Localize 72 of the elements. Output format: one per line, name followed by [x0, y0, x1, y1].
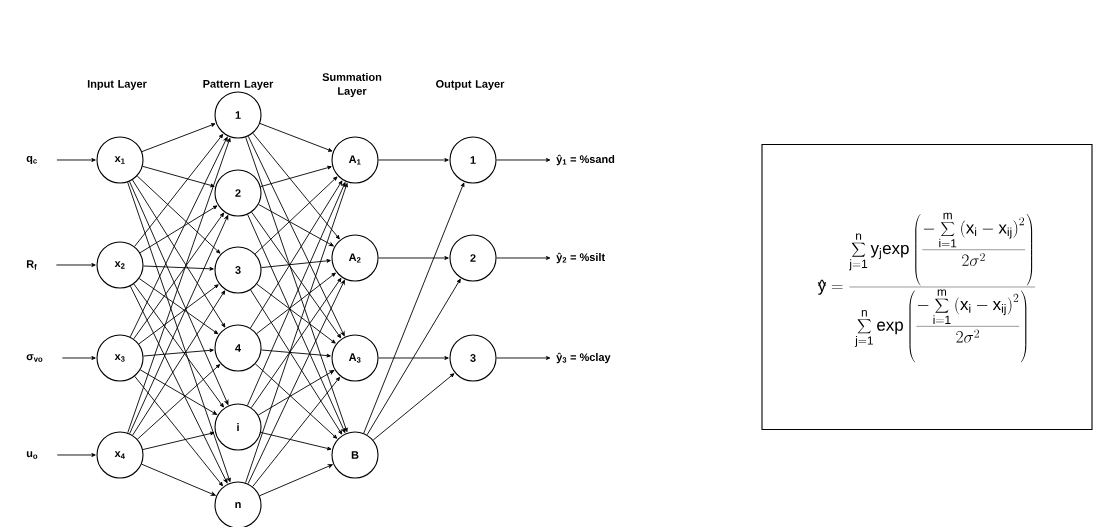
- arrow: [245, 136, 348, 433]
- arrow: [142, 165, 215, 188]
- arrow: [142, 431, 215, 450]
- arrow: [261, 349, 331, 358]
- arrow: [56, 158, 96, 162]
- arrow: [134, 375, 223, 487]
- arrow: [378, 158, 449, 162]
- arrow: [378, 356, 449, 360]
- arrow: [129, 181, 229, 405]
- arrow: [136, 175, 221, 254]
- layer-heading: Output Layer: [436, 80, 505, 90]
- output-label: ŷ$_{2}$ = %silt: [556, 252, 605, 264]
- arrow: [141, 463, 216, 496]
- input-label: σ$_{vo}$: [26, 354, 43, 362]
- arrow: [134, 133, 224, 247]
- arrow: [256, 272, 336, 335]
- arrow: [139, 369, 218, 415]
- arrow: [250, 180, 343, 329]
- arrow: [247, 182, 346, 406]
- arrow: [247, 214, 346, 433]
- arrow: [143, 348, 214, 357]
- arrow: [254, 176, 338, 255]
- arrow: [496, 158, 551, 162]
- layer-heading: Input Layer: [87, 80, 147, 90]
- arrow: [129, 285, 228, 484]
- arrow: [252, 376, 341, 487]
- input-label: R$_{f}$: [26, 260, 37, 270]
- arrow: [496, 256, 551, 260]
- arrow: [127, 137, 231, 434]
- arrow: [138, 278, 219, 335]
- arrow: [259, 464, 333, 497]
- arrow: [258, 204, 334, 247]
- arrow: [129, 215, 229, 434]
- output-label: ŷ$_{3}$ = %clay: [556, 352, 611, 364]
- arrow: [127, 181, 231, 483]
- arrow: [129, 136, 228, 338]
- output-label: ŷ$_{1}$ = %sand: [556, 154, 615, 166]
- arrow: [257, 370, 335, 416]
- arrow: [245, 182, 348, 484]
- arrow: [138, 284, 219, 345]
- arrow: [252, 132, 340, 240]
- arrow: [56, 453, 96, 457]
- arrow: [132, 290, 226, 436]
- arrow: [133, 212, 225, 340]
- arrow: [61, 356, 96, 360]
- input-label: q$_{c}$: [26, 155, 37, 165]
- arrow: [132, 179, 226, 328]
- arrow: [254, 363, 338, 439]
- arrow: [251, 211, 342, 339]
- arrow: [133, 283, 224, 408]
- arrow: [256, 283, 336, 344]
- formula-box: $\mathrm{\hat{y}} = \frac{\displaystyle\sum_{\mathrm{j=1}}^{\mathrm{n}} \mathrm{y_j exp}\left(\frac{-\displaystyle\sum_{\mathrm{i=1}}^{\mathrm{m}}\left(\mathrm{x_i} - \mathrm{x_{ij}}\right)^2}{2\sigma^2}\right)}{\displaystyle\sum_{\mathrm{j=1}}^{\mathrm{n}} \mathrm{exp}\left(\frac{-\displaystyle\sum_{\mathrm{i=1}}^{\mathrm{m}}\left(\mathrm{x_i} - \mathrm{x_{ij}}\right)^2}{2\sigma^2}\right)}$: [761, 143, 1093, 431]
- arrow: [260, 165, 332, 188]
- arrow: [372, 373, 455, 441]
- layer-heading: Summation Layer: [322, 72, 382, 98]
- arrow: [261, 258, 331, 269]
- arrow: [496, 356, 551, 360]
- arrow: [250, 289, 343, 435]
- arrow: [366, 278, 461, 436]
- arrow: [143, 265, 214, 271]
- arrow: [259, 123, 333, 152]
- arrow: [141, 123, 216, 153]
- arrow: [55, 263, 96, 267]
- arrow: [363, 182, 465, 434]
- arrow: [260, 432, 332, 451]
- arrow: [247, 279, 345, 485]
- arrow: [139, 205, 218, 254]
- arrow: [250, 277, 342, 409]
- input-label: u$_{o}$: [26, 451, 38, 459]
- arrow: [378, 256, 449, 260]
- arrow: [247, 135, 345, 337]
- arrow: [137, 364, 221, 440]
